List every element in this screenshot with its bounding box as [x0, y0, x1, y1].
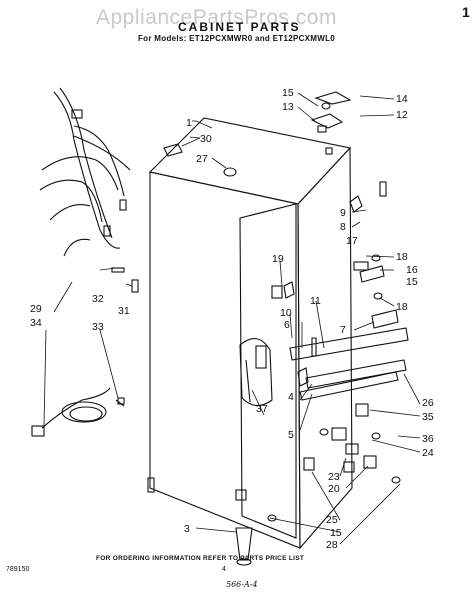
callout-14: 14: [396, 93, 408, 105]
callout-3: 3: [184, 523, 190, 535]
callout-25: 25: [326, 514, 338, 526]
callout-36: 36: [422, 433, 434, 445]
page-title: CABINET PARTS: [178, 20, 301, 34]
small-parts: [163, 143, 283, 566]
callout-15-right: 15: [406, 276, 418, 288]
callout-35: 35: [422, 411, 434, 423]
callout-12: 12: [396, 109, 408, 121]
leader-lines: [43, 92, 421, 545]
ordering-note: FOR ORDERING INFORMATION REFER TO PARTS …: [96, 555, 305, 562]
callout-16: 16: [406, 264, 418, 276]
callout-6: 6: [284, 319, 290, 331]
callout-4: 4: [288, 391, 294, 403]
callout-18-upper: 18: [396, 251, 408, 263]
callout-23: 23: [328, 471, 340, 483]
callout-31: 31: [118, 305, 130, 317]
right-side-parts: [283, 181, 409, 484]
callout-13: 13: [282, 101, 294, 113]
callout-37: 37: [256, 403, 268, 415]
callout-5: 5: [288, 429, 294, 441]
callout-8: 8: [340, 221, 346, 233]
wiring-harness: [31, 87, 139, 437]
callout-28: 28: [326, 539, 338, 551]
callout-9: 9: [340, 207, 346, 219]
callout-17: 17: [346, 235, 358, 247]
callout-18-lower: 18: [396, 301, 408, 313]
callout-34: 34: [30, 317, 42, 329]
callout-32: 32: [92, 293, 104, 305]
corner-mark: 1: [462, 4, 470, 20]
page-number: 4: [222, 566, 226, 573]
watermark: AppliancePartsPros.com: [96, 6, 337, 29]
cabinet-body: [147, 117, 353, 550]
top-hinge-parts: [310, 91, 352, 155]
diagram-number: 789150: [6, 566, 30, 573]
callout-15-bottom: 15: [330, 527, 342, 539]
callout-19: 19: [272, 253, 284, 265]
callout-20: 20: [328, 483, 340, 495]
callout-labels: 1 30 27 15 13 14 12 9 8 17 18 16 15 18 7…: [30, 87, 434, 551]
callout-15-top: 15: [282, 87, 294, 99]
callout-11: 11: [310, 295, 321, 307]
callout-24: 24: [422, 447, 434, 459]
callout-29: 29: [30, 303, 42, 315]
callout-27: 27: [196, 153, 208, 165]
handwritten-signature: 566-A-4: [226, 580, 258, 589]
callout-1: 1: [186, 117, 192, 129]
callout-7: 7: [340, 324, 346, 336]
model-subtitle: For Models: ET12PCXMWR0 and ET12PCXMWL0: [138, 34, 336, 43]
callout-30: 30: [200, 133, 212, 145]
callout-26: 26: [422, 397, 434, 409]
callout-33: 33: [92, 321, 104, 333]
callout-10: 10: [280, 307, 292, 319]
